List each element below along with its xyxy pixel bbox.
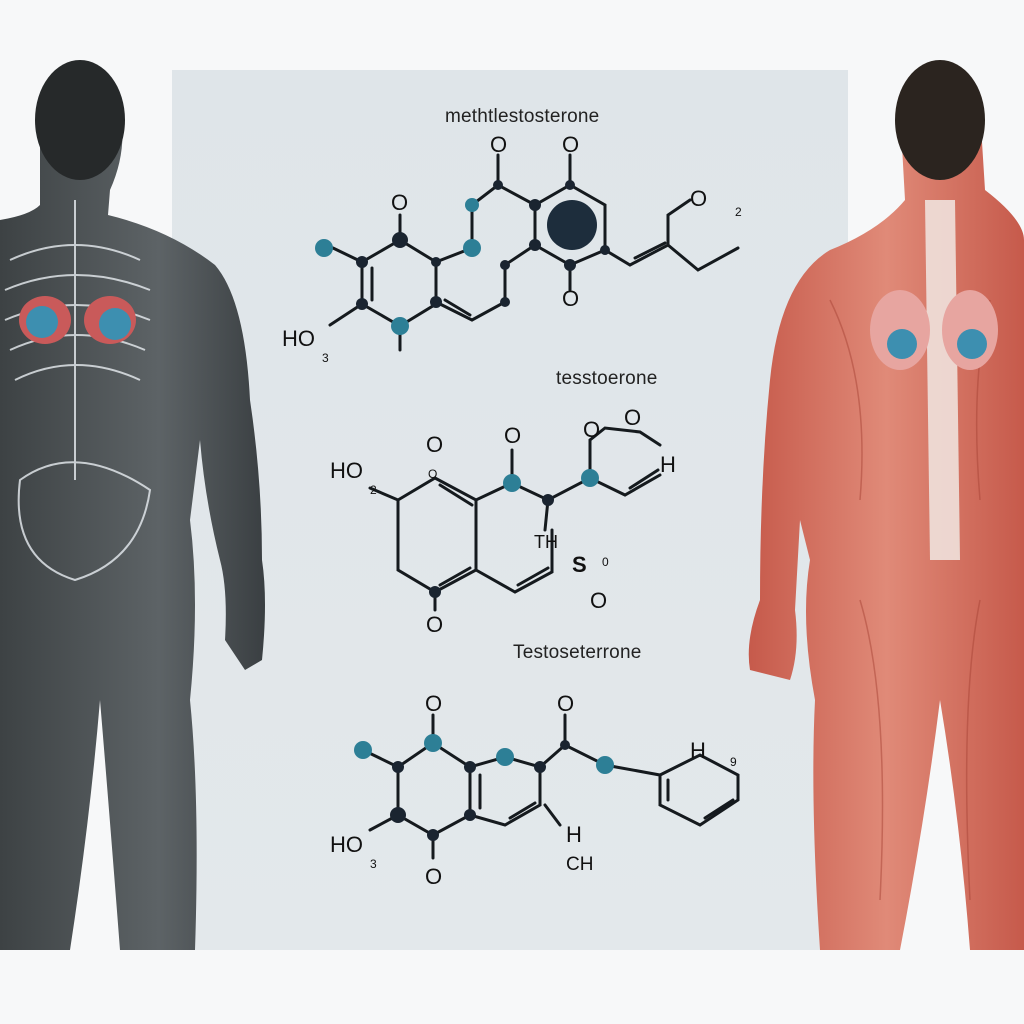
molecule-title-3: Testoseterrone [513,642,642,663]
atom-label-o: O [562,132,579,157]
atom-label-sub: 9 [730,755,737,769]
atom-label-o: O [624,405,641,430]
atom-node [26,306,58,338]
atom-label-o: O [428,467,437,481]
atom-node [356,298,368,310]
atom-node [957,329,987,359]
atom-node [392,232,408,248]
bond-line [829,299,863,501]
atom-node [503,474,521,492]
atom-node [99,308,131,340]
bond-line [361,713,740,860]
bond-line [925,200,960,560]
atom-node [500,297,510,307]
bond-line [9,334,146,351]
atom-label-h: H [690,738,706,763]
atom-label-o: O [583,417,600,442]
atom-node [430,296,442,308]
bond-line [859,599,884,901]
atom-node [496,748,514,766]
right-figure-muscle-body [748,60,1024,950]
atom-label-h: H [566,822,582,847]
shape [895,60,985,180]
atom-node [564,259,576,271]
atom-label-o: O [391,190,408,215]
atom-node [429,586,441,598]
atom-node [465,198,479,212]
bond-line [370,198,740,317]
molecule-3-structure: HO 3 O O O H 9 H CH [330,691,740,889]
shape [829,299,991,901]
molecule-title-1: methtlestosterone [445,106,600,127]
atom-label-ho: HO [282,326,315,351]
atom-node [560,740,570,750]
bond-line [965,599,981,901]
bond-line [4,274,151,291]
atom-node [542,494,554,506]
atom-node [315,239,333,257]
atom-label-o: O [425,691,442,716]
atom-node [354,741,372,759]
shape [35,60,125,180]
left-figure-skeleton-body [0,60,265,951]
kidney-icons [19,296,136,344]
atom-node [427,829,439,841]
atom-label-o: O [562,286,579,311]
atom-node [391,317,409,335]
bond-line [0,82,265,951]
atom-node [463,239,481,257]
atom-label-s: S [572,552,587,577]
bond-line [368,426,662,612]
atom-node [887,329,917,359]
atom-node [464,809,476,821]
atom-node [581,469,599,487]
atom-node [529,199,541,211]
atom-node [356,256,368,268]
atom-label-sub: 3 [370,857,377,871]
atom-node [390,807,406,823]
atom-node [534,761,546,773]
atom-node [500,260,510,270]
atom-label-ch: CH [566,854,593,875]
atom-node [565,180,575,190]
atom-node [600,245,610,255]
molecule-1-structure: HO 3 O O O O O 2 [282,132,742,365]
atom-node [392,761,404,773]
bond-line [17,461,152,582]
atom-label-o: O [504,423,521,448]
atom-label-sub: 3 [322,351,329,365]
atom-label-o: O [557,691,574,716]
bond-line [14,364,141,381]
atom-label-o: O [490,132,507,157]
atom-label-sub: 2 [370,483,377,497]
atom-node [464,761,476,773]
adrenal-gland-icons [870,290,998,370]
atom-node [424,734,442,752]
atom-label-o: O [426,612,443,637]
atom-label-o: O [690,186,707,211]
atom-node [529,239,541,251]
atom-label-h: H [660,452,676,477]
atom-label-sub: 0 [602,555,609,569]
atom-label-sub: 2 [735,205,742,219]
atom-label-o: O [590,588,607,613]
atom-node [431,257,441,267]
atom-node [493,180,503,190]
atom-label-ho: HO [330,832,363,857]
atom-label-o: O [426,432,443,457]
molecule-title-2: tesstoerone [556,368,658,389]
bond-line [9,244,141,261]
atom-label-o: O [425,864,442,889]
atom-node [547,200,597,250]
atom-label-th: TH [534,532,558,552]
molecule-2-structure: HO 2 O O O O O H TH S 0 O O [330,405,676,637]
atom-label-ho: HO [330,458,363,483]
atom-node [596,756,614,774]
